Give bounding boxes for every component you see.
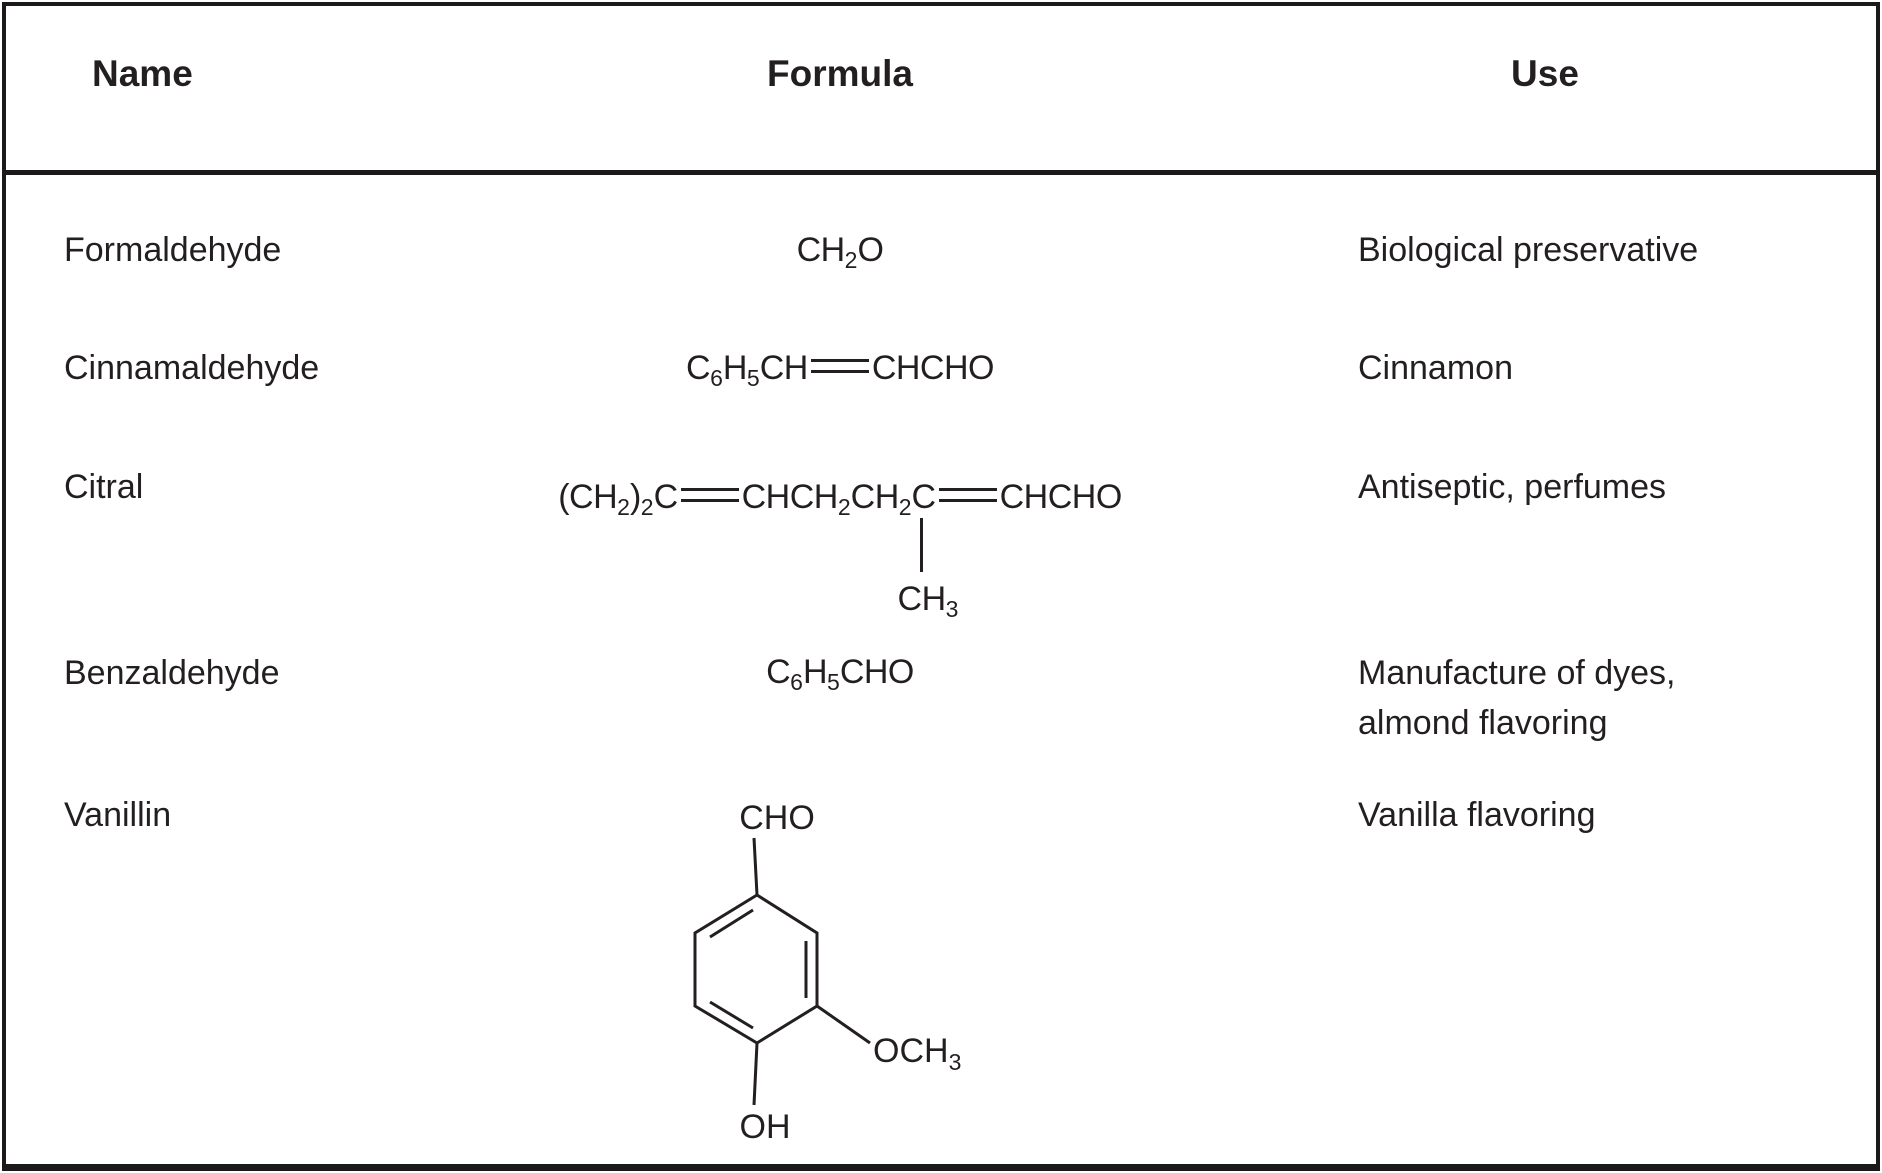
row-cinnamaldehyde-use: Cinnamon xyxy=(1358,349,1513,387)
vanillin-structure-svg: CHO OCH3 OH xyxy=(693,799,961,1146)
double-bond-icon xyxy=(938,488,997,502)
double-bond-icon xyxy=(810,359,869,373)
ring-double-bond-lower-left xyxy=(709,1000,754,1030)
row-benzaldehyde-formula: C6H5CHO xyxy=(490,647,1190,707)
row-vanillin-name: Vanillin xyxy=(64,796,172,834)
vanillin-cho-label: CHO xyxy=(739,799,815,837)
formula-text: H xyxy=(722,349,748,387)
header-separator-rule xyxy=(2,170,1880,175)
formula-subscript: 2 xyxy=(837,494,851,520)
row-citral-name: Citral xyxy=(64,468,144,506)
use-line-1: Manufacture of dyes, xyxy=(1358,654,1676,692)
row-formaldehyde-name: Formaldehyde xyxy=(64,231,282,269)
formula-text: CH xyxy=(850,478,900,516)
formula-text: CH xyxy=(759,349,809,387)
row-vanillin-use: Vanilla flavoring xyxy=(1358,796,1596,834)
formula-subscript: 2 xyxy=(640,494,654,520)
formula-subscript: 2 xyxy=(898,494,912,520)
row-cinnamaldehyde-formula: C6H5CH CHCHO xyxy=(490,343,1190,403)
double-bond-icon xyxy=(680,488,739,502)
row-formaldehyde-use: Biological preservative xyxy=(1358,231,1699,269)
vanillin-och3-label: OCH3 xyxy=(873,1032,961,1075)
formula-text: CHO xyxy=(839,653,915,691)
bond-ring-oh xyxy=(752,1042,759,1106)
citral-methyl-branch: CH3 xyxy=(898,580,959,628)
formula-text: C xyxy=(653,478,679,516)
formula-text: H xyxy=(802,653,828,691)
use-line-2: almond flavoring xyxy=(1358,704,1608,742)
formula-text: O xyxy=(857,231,884,269)
column-header-name: Name xyxy=(92,53,193,94)
formula-subscript: 2 xyxy=(617,494,630,520)
formula-subscript: 2 xyxy=(844,247,858,273)
bond-ring-och3 xyxy=(816,1004,871,1045)
formula-subscript: 3 xyxy=(945,596,959,622)
formula-text: CHCHO xyxy=(999,478,1123,516)
row-benzaldehyde-name: Benzaldehyde xyxy=(64,654,280,692)
formula-text: CHCH xyxy=(741,478,839,516)
formula-text: CH xyxy=(897,580,947,618)
formula-text: CHCHO xyxy=(871,349,995,387)
row-cinnamaldehyde-name: Cinnamaldehyde xyxy=(64,349,320,387)
column-header-formula: Formula xyxy=(767,53,913,94)
row-benzaldehyde-use: Manufacture of dyes, almond flavoring xyxy=(1358,648,1676,748)
bond-cho-ring xyxy=(752,837,759,896)
row-formaldehyde-formula: CH2O xyxy=(490,225,1190,285)
formula-text: ) xyxy=(629,478,641,516)
formula-subscript: 5 xyxy=(746,365,760,391)
ring-double-bond-upper-left xyxy=(709,908,754,939)
formula-subscript: 5 xyxy=(827,669,840,695)
formula-text: C xyxy=(766,653,791,691)
formula-text: C xyxy=(686,349,711,387)
vanillin-oh-label: OH xyxy=(740,1108,791,1146)
formula-subscript: 6 xyxy=(710,365,723,391)
benzene-ring xyxy=(693,893,819,1045)
formula-subscript: 6 xyxy=(790,669,803,695)
row-citral-use: Antiseptic, perfumes xyxy=(1358,468,1667,506)
formula-text: (CH xyxy=(558,478,618,516)
formula-text: CH xyxy=(796,231,846,269)
single-bond-icon xyxy=(919,518,923,572)
citral-branch-carbon: C CH3 xyxy=(898,472,959,622)
column-header-use: Use xyxy=(1511,53,1579,94)
formula-text: C xyxy=(911,478,937,516)
